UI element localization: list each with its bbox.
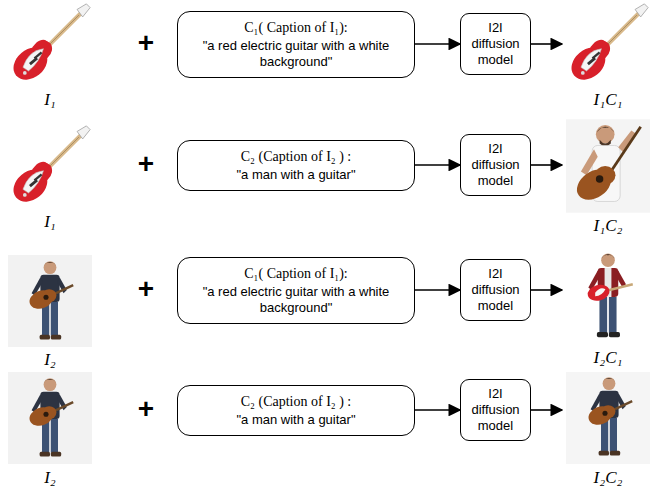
output-label: I₁C₁ xyxy=(594,90,623,110)
arrow-connector xyxy=(415,43,460,45)
model-name: I2I diffusion model xyxy=(465,266,526,314)
caption-heading: C₁( Caption of I₁): xyxy=(186,265,406,282)
caption-heading: C₂ (Caption of I₂ ) : xyxy=(186,393,406,410)
model-box: I2I diffusion model xyxy=(460,379,531,441)
image-label: I₂ xyxy=(44,468,56,488)
caption-heading: C₁( Caption of I₁): xyxy=(186,19,406,36)
model-box: I2I diffusion model xyxy=(460,13,531,75)
arrow-connector xyxy=(415,164,460,166)
model-box: I2I diffusion model xyxy=(460,134,531,196)
output-label: I₂C₁ xyxy=(594,348,623,368)
caption-box: C₁( Caption of I₁): "a red electric guita… xyxy=(177,11,415,78)
caption-box: C₂ (Caption of I₂ ) : "a man with a guita… xyxy=(177,140,415,191)
caption-text: "a red electric guitar with a white back… xyxy=(186,38,406,70)
caption-box: C₂ (Caption of I₂ ) : "a man with a guita… xyxy=(177,385,415,436)
model-box: I2I diffusion model xyxy=(460,259,531,321)
model-name: I2I diffusion model xyxy=(465,386,526,434)
arrow-connector xyxy=(415,289,460,291)
caption-heading: C₂ (Caption of I₂ ) : xyxy=(186,148,406,165)
plus-sign: + xyxy=(138,27,154,59)
model-name: I2I diffusion model xyxy=(465,141,526,189)
plus-sign: + xyxy=(138,148,154,180)
caption-text: "a man with a guitar" xyxy=(186,167,406,183)
output-label: I₁C₂ xyxy=(594,216,623,236)
caption-text: "a man with a guitar" xyxy=(186,412,406,428)
image-label: I₁ xyxy=(44,90,56,110)
output-label: I₂C₂ xyxy=(594,468,623,488)
model-name: I2I diffusion model xyxy=(465,20,526,68)
image-label: I₁ xyxy=(44,212,56,232)
arrow-connector xyxy=(415,409,460,411)
plus-sign: + xyxy=(138,273,154,305)
caption-box: C₁( Caption of I₁): "a red electric guita… xyxy=(177,257,415,324)
plus-sign: + xyxy=(138,393,154,425)
image-label: I₂ xyxy=(44,350,56,370)
caption-text: "a red electric guitar with a white back… xyxy=(186,284,406,316)
